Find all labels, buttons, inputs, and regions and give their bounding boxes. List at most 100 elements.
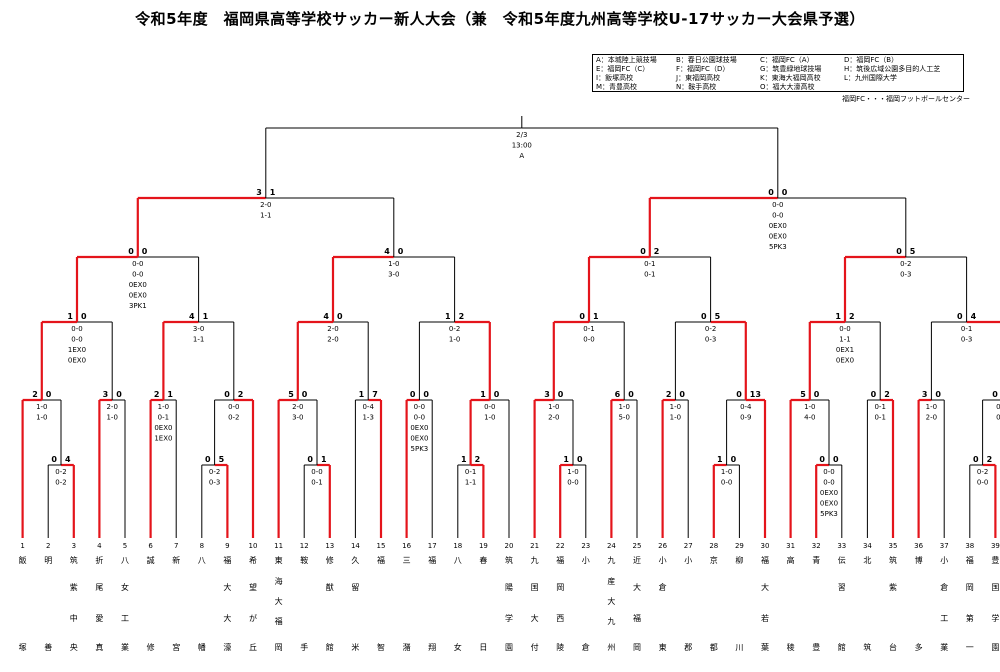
score-b: 0 bbox=[494, 390, 500, 399]
match-detail: 0-0 bbox=[567, 479, 578, 487]
score-a: 5 bbox=[288, 390, 294, 399]
team-name-char: 大 bbox=[607, 596, 615, 606]
team-number: 35 bbox=[889, 542, 898, 550]
score-b: 1 bbox=[167, 390, 173, 399]
team-name-char: 塚 bbox=[19, 643, 27, 652]
match-detail: 1-0 bbox=[670, 403, 681, 411]
team-number: 6 bbox=[148, 542, 153, 550]
score-b: 2 bbox=[884, 390, 890, 399]
match-detail: 0EX0 bbox=[68, 357, 86, 365]
team-number: 17 bbox=[428, 542, 437, 550]
team-name-char: 愛 bbox=[95, 613, 103, 623]
score-a: 0 bbox=[410, 390, 416, 399]
legend-item: C：福岡FC（A） bbox=[760, 56, 814, 64]
score-b: 0 bbox=[731, 455, 737, 464]
match-detail: 1-0 bbox=[926, 403, 937, 411]
match-detail: 0-1 bbox=[465, 468, 476, 476]
match-detail: 0-0 bbox=[721, 479, 732, 487]
match-detail: 0-0 bbox=[583, 336, 594, 344]
match-detail: 0-2 bbox=[705, 325, 716, 333]
team-name-char: 学 bbox=[505, 613, 513, 623]
team-name-char: 業 bbox=[940, 642, 948, 652]
score-a: 4 bbox=[323, 312, 329, 321]
match-detail: 0EX0 bbox=[410, 424, 428, 432]
score-b: 0 bbox=[302, 390, 308, 399]
match-detail: 1-0 bbox=[36, 414, 47, 422]
match-detail: 5PK3 bbox=[820, 510, 838, 518]
team-name-char: 伝 bbox=[838, 555, 846, 565]
team-number: 14 bbox=[351, 542, 360, 550]
team-name-char: 東 bbox=[659, 642, 667, 652]
score-b: 2 bbox=[654, 247, 660, 256]
team-name-char: 園 bbox=[505, 643, 513, 652]
match-detail: 0-0 bbox=[414, 403, 425, 411]
match-detail: 0-0 bbox=[228, 403, 239, 411]
score-a: 0 bbox=[205, 455, 211, 464]
match-detail: 0EX0 bbox=[129, 281, 147, 289]
match-detail: 2-0 bbox=[260, 201, 271, 209]
match-detail: 1-0 bbox=[158, 403, 169, 411]
score-b: 0 bbox=[833, 455, 839, 464]
team-number: 4 bbox=[97, 542, 102, 550]
team-name-char: 春 bbox=[479, 555, 487, 565]
team-name-char: 明 bbox=[44, 556, 52, 565]
team-name-char: 筑 bbox=[863, 642, 871, 652]
match-detail: 1-0 bbox=[484, 414, 495, 422]
team-number: 20 bbox=[505, 542, 514, 550]
match-detail: 0-0 bbox=[484, 403, 495, 411]
team-name-char: 倉 bbox=[940, 582, 948, 592]
team-name-char: 中 bbox=[70, 613, 78, 623]
score-a: 0 bbox=[871, 390, 877, 399]
team-name-char: 福 bbox=[428, 556, 436, 565]
match-detail: 0EX0 bbox=[129, 292, 147, 300]
score-a: 1 bbox=[480, 390, 486, 399]
match-detail: 5PK3 bbox=[769, 243, 787, 251]
match-detail: 0-1 bbox=[874, 414, 885, 422]
legend-item: G：筑豊緑地球技場 bbox=[760, 65, 822, 73]
team-name-char: 西 bbox=[556, 614, 564, 623]
legend-item: M：青豊高校 bbox=[596, 83, 638, 91]
match-detail: 0-0 bbox=[772, 201, 783, 209]
match-detail: 0EX0 bbox=[154, 424, 172, 432]
team-name-char: 州 bbox=[607, 643, 615, 652]
team-name-char: 尾 bbox=[95, 583, 103, 592]
match-detail: 3-0 bbox=[292, 414, 303, 422]
match-detail: 1-0 bbox=[548, 403, 559, 411]
match-detail: A bbox=[519, 152, 524, 160]
team-name-char: 豊 bbox=[991, 555, 999, 565]
match-detail: 2-0 bbox=[926, 414, 937, 422]
score-a: 1 bbox=[835, 312, 841, 321]
team-number: 30 bbox=[761, 542, 770, 550]
team-number: 22 bbox=[556, 542, 565, 550]
score-b: 0 bbox=[337, 312, 343, 321]
score-a: 0 bbox=[307, 455, 313, 464]
score-a: 6 bbox=[615, 390, 621, 399]
score-b: 0 bbox=[81, 312, 87, 321]
match-detail: 1-1 bbox=[465, 479, 476, 487]
team-name-char: 留 bbox=[351, 582, 359, 592]
team-name-char: 青 bbox=[812, 555, 820, 565]
team-name-char: 福 bbox=[556, 556, 564, 565]
team-name-char: 館 bbox=[838, 642, 846, 652]
match-detail: 2/3 bbox=[516, 131, 527, 139]
legend-item: J：東福岡高校 bbox=[676, 74, 721, 82]
match-detail: 0EX0 bbox=[820, 500, 838, 508]
score-a: 1 bbox=[563, 455, 569, 464]
match-detail: 0-0 bbox=[977, 479, 988, 487]
score-a: 0 bbox=[640, 247, 646, 256]
match-detail: 1-0 bbox=[388, 260, 399, 268]
match-detail: 1-0 bbox=[106, 414, 117, 422]
team-name-char: 誠 bbox=[147, 555, 155, 565]
team-number: 29 bbox=[735, 542, 744, 550]
match-detail: 2-0 bbox=[292, 403, 303, 411]
match-detail: 0-2 bbox=[209, 468, 220, 476]
score-a: 1 bbox=[359, 390, 365, 399]
score-b: 2 bbox=[987, 455, 993, 464]
score-b: 0 bbox=[577, 455, 583, 464]
match-detail: 13:00 bbox=[512, 142, 532, 150]
team-name-char: 博 bbox=[915, 555, 923, 565]
team-name-char: 福 bbox=[633, 614, 641, 623]
legend-item: A：本城陸上競技場 bbox=[596, 56, 657, 64]
team-name-char: 国 bbox=[991, 583, 999, 592]
